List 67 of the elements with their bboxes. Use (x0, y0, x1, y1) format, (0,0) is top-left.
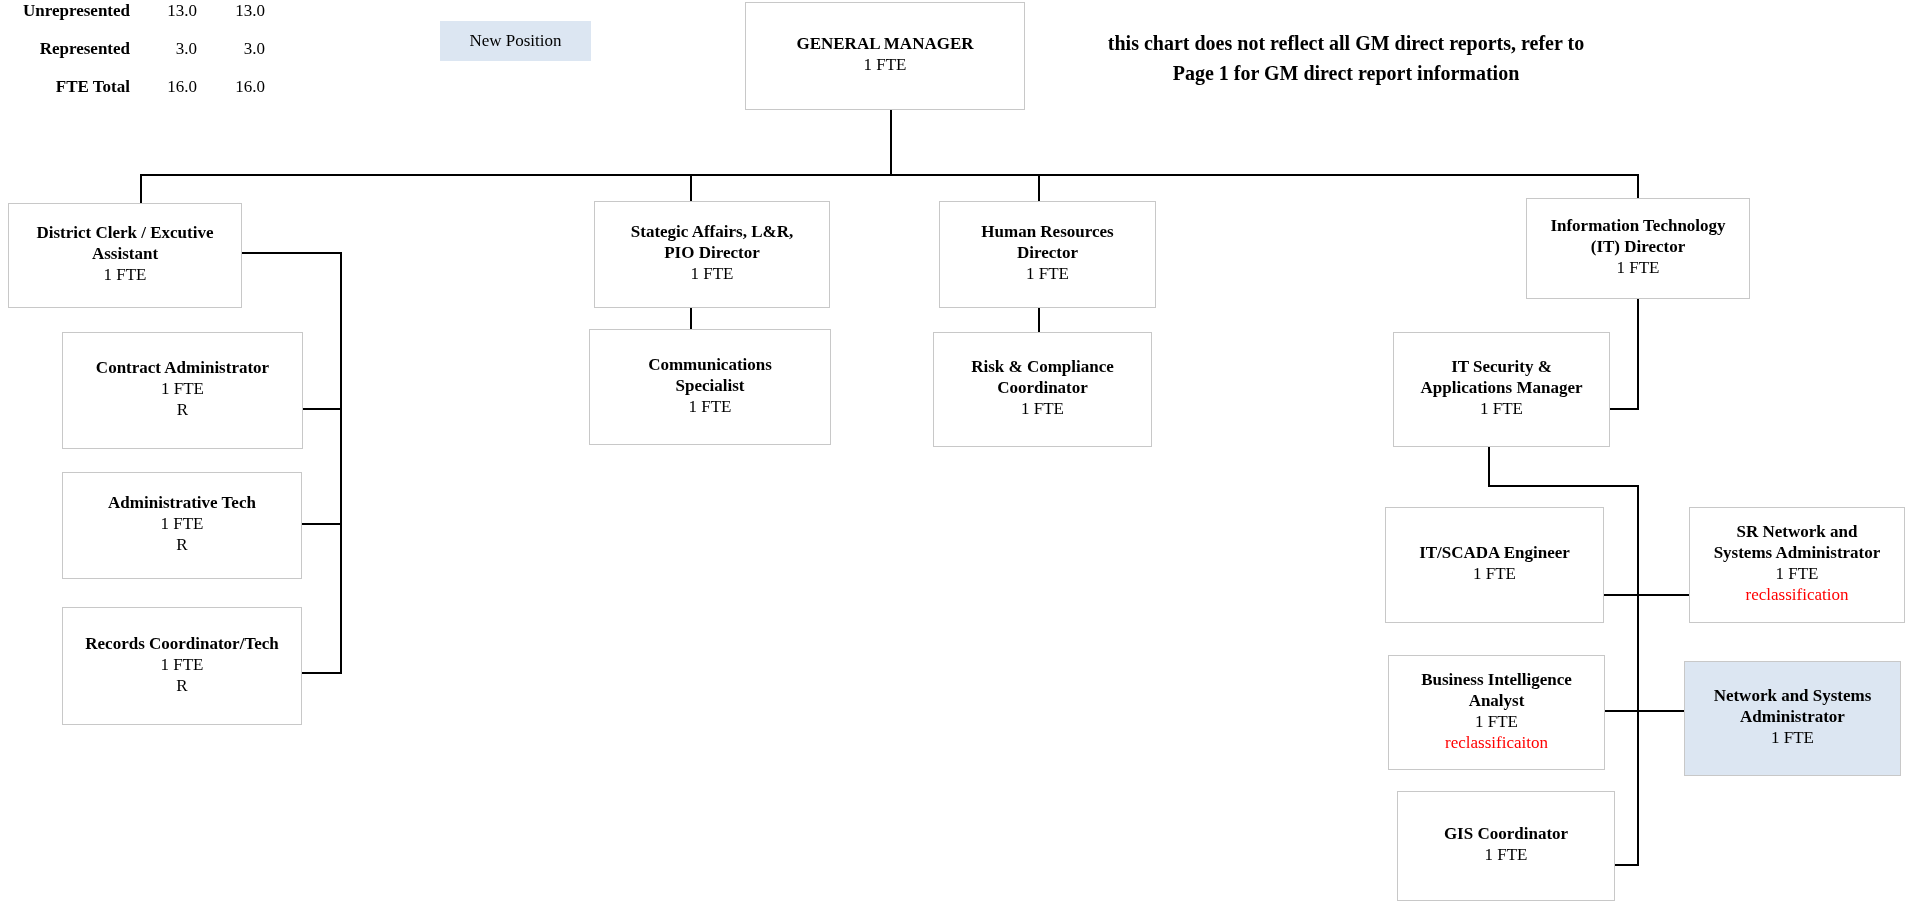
connector-line (1609, 298, 1639, 410)
position-detail: 1 FTE (1480, 398, 1523, 419)
legend-label: New Position (468, 30, 563, 51)
position-title: GENERAL MANAGER (796, 33, 974, 54)
position-detail: 1 FTE (863, 54, 907, 75)
position-detail: 1 FTE (1484, 844, 1528, 865)
position-title: Stategic Affairs, L&R, PIO Director (629, 221, 795, 263)
position-title: GIS Coordinator (1443, 823, 1569, 844)
position-box (1388, 655, 1605, 770)
position-detail: 1 FTE (1473, 563, 1516, 584)
position-detail: 1 FTE (160, 653, 204, 675)
position-box (745, 2, 1025, 110)
table-value: 13.0 (235, 0, 265, 21)
position-box (62, 472, 302, 579)
table-value: 16.0 (235, 76, 265, 97)
position-detail: 1 FTE (1021, 398, 1064, 419)
position-box (933, 332, 1152, 447)
position-detail: R (176, 674, 188, 696)
position-box (589, 329, 831, 445)
table-value: 3.0 (175, 38, 197, 59)
position-title: Human Resources Director (980, 221, 1115, 263)
position-detail: 1 FTE (690, 263, 734, 284)
position-box (1393, 332, 1610, 447)
position-title: Information Technology (IT) Director (1549, 215, 1727, 257)
position-detail: 1 FTE (161, 378, 204, 399)
new-position-box (1684, 661, 1901, 776)
table-row-label: Unrepresented (22, 0, 130, 21)
position-detail: 1 FTE (1475, 710, 1518, 732)
table-value: 3.0 (243, 38, 265, 59)
status-note: reclassificaiton (1445, 731, 1548, 753)
position-detail: 1 FTE (160, 513, 204, 534)
position-box (62, 607, 302, 725)
position-detail: 1 FTE (103, 264, 147, 285)
position-title: IT Security & Applications Manager (1419, 356, 1584, 398)
table-value: 13.0 (167, 0, 197, 21)
table-row-label: FTE Total (55, 76, 130, 97)
position-detail: 1 FTE (1616, 257, 1660, 278)
status-note: reclassification (1745, 584, 1849, 605)
position-title: District Clerk / Excutive Assistant (35, 222, 215, 264)
position-box (62, 332, 303, 449)
position-title: SR Network and Systems Administrator (1712, 521, 1882, 563)
table-row-label: Represented (39, 38, 130, 59)
chart-note: this chart does not reflect all GM direct reports, refer to Page 1 for GM direct report information (1106, 31, 1586, 87)
position-detail: 1 FTE (1775, 563, 1819, 584)
connector-line (690, 307, 692, 330)
position-title: Records Coordinator/Tech (85, 632, 279, 654)
position-box (1397, 791, 1615, 901)
position-box (8, 203, 242, 308)
position-title: Contract Administrator (95, 357, 270, 378)
position-box (1526, 198, 1750, 299)
position-detail: 1 FTE (688, 395, 732, 417)
position-title: Risk & Compliance Coordinator (970, 356, 1115, 398)
position-box (594, 201, 830, 308)
position-detail: R (176, 399, 189, 420)
position-detail: R (176, 534, 188, 555)
position-box (1385, 507, 1604, 623)
position-title: Communications Specialist (647, 353, 773, 396)
position-title: IT/SCADA Engineer (1419, 542, 1570, 563)
table-value: 16.0 (167, 76, 197, 97)
position-detail: 1 FTE (1026, 263, 1069, 284)
position-detail: 1 FTE (1771, 727, 1814, 748)
position-box (1689, 507, 1905, 623)
position-title: Administrative Tech (108, 492, 256, 513)
connector-line (1038, 307, 1040, 333)
position-title: Network and Systems Administrator (1712, 685, 1873, 727)
position-title: Business Intelligence Analyst (1420, 668, 1573, 711)
position-box (939, 201, 1156, 308)
